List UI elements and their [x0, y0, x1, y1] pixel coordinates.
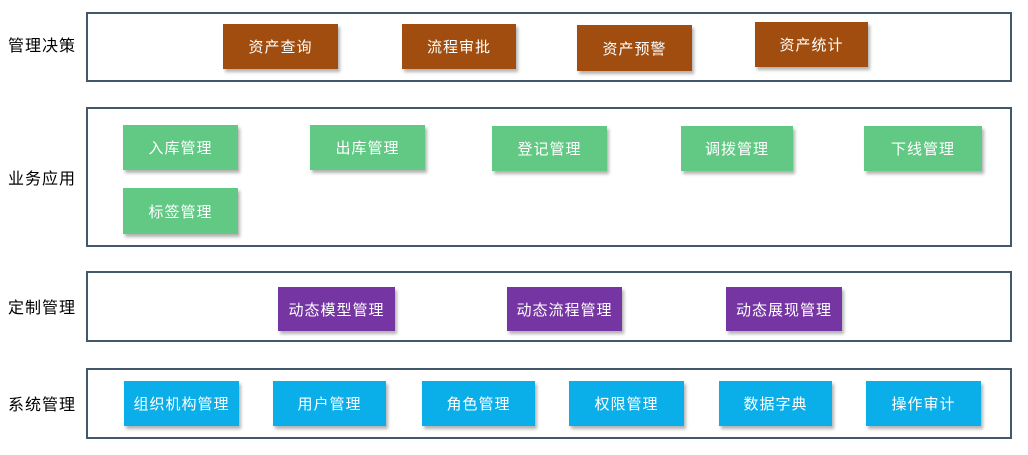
module-box[interactable]: 动态流程管理 — [507, 287, 622, 331]
row-label-4: 系统管理 — [8, 397, 77, 414]
row-label-1: 管理决策 — [8, 38, 77, 55]
module-box[interactable]: 用户管理 — [273, 381, 386, 426]
module-box[interactable]: 下线管理 — [864, 126, 982, 171]
module-box[interactable]: 资产查询 — [223, 24, 338, 69]
module-box[interactable]: 流程审批 — [402, 24, 516, 69]
module-box[interactable]: 权限管理 — [569, 381, 684, 426]
module-box[interactable]: 出库管理 — [310, 125, 425, 170]
module-box[interactable]: 调拨管理 — [681, 126, 793, 171]
module-box[interactable]: 资产预警 — [577, 25, 692, 71]
row-label-3: 定制管理 — [8, 300, 77, 317]
module-box[interactable]: 入库管理 — [123, 125, 238, 170]
module-box[interactable]: 操作审计 — [866, 381, 981, 426]
module-box[interactable]: 登记管理 — [492, 126, 607, 171]
module-box[interactable]: 角色管理 — [422, 381, 535, 426]
module-box[interactable]: 资产统计 — [755, 22, 868, 67]
module-box[interactable]: 数据字典 — [719, 381, 832, 426]
row-label-2: 业务应用 — [8, 171, 77, 188]
module-box[interactable]: 动态展现管理 — [726, 287, 842, 331]
row-container-4 — [86, 368, 1012, 439]
module-box[interactable]: 组织机构管理 — [124, 381, 239, 426]
module-box[interactable]: 标签管理 — [123, 188, 238, 234]
module-box[interactable]: 动态模型管理 — [278, 287, 395, 331]
